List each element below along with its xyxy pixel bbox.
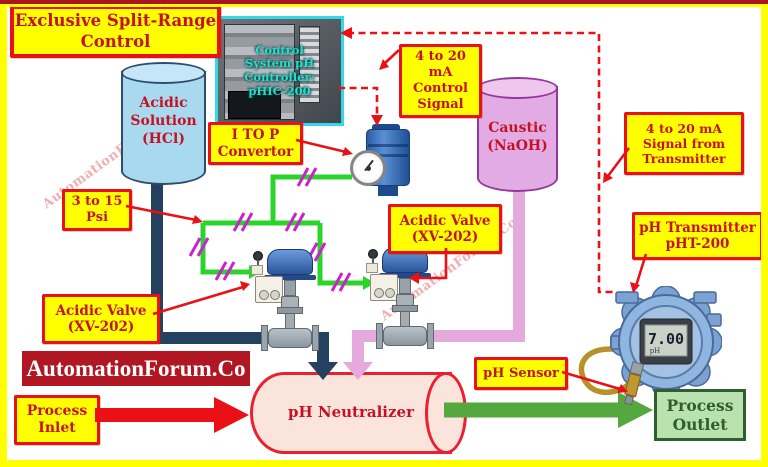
valve-positioner — [370, 274, 398, 301]
pneumatic-slash-marks — [188, 167, 352, 292]
ph-neutralizer-tank: pH Neutralizer — [250, 372, 467, 454]
tank-body — [121, 71, 206, 185]
valve-yoke — [284, 280, 296, 296]
automationforum-banner: AutomationForum.Co — [22, 351, 250, 386]
acid-control-valve — [251, 249, 329, 351]
acid-pipe-arrow — [308, 362, 338, 380]
ip-cap — [372, 124, 400, 132]
controller-to-ip-signal — [338, 86, 379, 117]
tank-body — [477, 86, 558, 192]
acidic-solution-tank: Acidic Solution (HCl) — [121, 62, 206, 185]
itop-converter-label: I TO P Convertor — [208, 122, 303, 165]
terminal-strip — [299, 26, 320, 104]
psi-range-label: 3 to 15 Psi — [62, 189, 132, 231]
valve-body — [383, 326, 427, 346]
controller-caption: Control System pH Controller: pHIC-200 — [244, 42, 315, 98]
gauge-hub — [366, 166, 371, 171]
ip-groove — [368, 144, 408, 147]
ph-neutralizer-label: pH Neutralizer — [288, 403, 414, 421]
top-red-strip — [0, 0, 768, 4]
valve-flange — [312, 325, 319, 351]
valve-flange — [376, 323, 383, 349]
pneumatic-tubing — [200, 174, 364, 286]
caustic-tank: Caustic (NaOH) — [477, 77, 558, 192]
pressure-gauge-icon — [350, 150, 386, 186]
valve-regulator — [366, 263, 378, 273]
control-system-photo: Control System pH Controller: pHIC-200 — [215, 16, 344, 126]
acid-pipe — [151, 178, 329, 363]
transmitter-to-controller-signal — [347, 31, 617, 294]
valve-actuator-base — [379, 273, 431, 278]
caustic-control-valve — [366, 247, 444, 349]
ph-sensor-label: pH Sensor — [474, 357, 568, 390]
caustic-tank-label: Caustic (NaOH) — [487, 120, 548, 155]
i-to-p-converter-device — [350, 124, 414, 198]
annotation-arrowheads — [192, 59, 640, 393]
valve-flange — [261, 325, 268, 351]
ph-unit: pH — [650, 347, 661, 355]
caustic-pipe-arrow — [343, 362, 373, 380]
annotation-lines — [125, 49, 648, 391]
caustic-pipe — [352, 190, 525, 363]
pneumatic-arrow-right-valve — [363, 276, 375, 290]
valve-positioner — [255, 276, 283, 303]
acidic-valve-label-right: Acidic Valve (XV-202) — [388, 204, 502, 254]
valve-body — [268, 328, 312, 348]
acidic-valve-label-left: Acidic Valve (XV-202) — [42, 294, 160, 344]
process-outlet-box: Process Outlet — [654, 389, 746, 441]
ip-mount — [378, 186, 398, 196]
valve-actuator-base — [264, 275, 316, 280]
panel-screen — [227, 90, 282, 119]
ph-transmitter-label: pH Transmitter pHT-200 — [632, 212, 763, 260]
inlet-arrow-head — [214, 397, 249, 433]
valve-actuator — [267, 249, 313, 275]
lcd-screen — [644, 324, 688, 357]
tank-top — [121, 62, 206, 84]
valve-flange — [427, 323, 434, 349]
valve-regulator — [251, 265, 263, 275]
ip-groove — [368, 154, 408, 157]
control-signal-label: 4 to 20 mA Control Signal — [399, 44, 482, 118]
dashed-arrowheads — [340, 27, 383, 126]
diagram-title: Exclusive Split-Range Control — [10, 5, 221, 58]
signal-from-transmitter-label: 4 to 20 mA Signal from Transmitter — [624, 112, 744, 175]
acidic-tank-label: Acidic Solution (HCl) — [130, 95, 197, 148]
ph-reading: 7.00 — [648, 330, 684, 348]
valve-yoke — [399, 278, 411, 294]
